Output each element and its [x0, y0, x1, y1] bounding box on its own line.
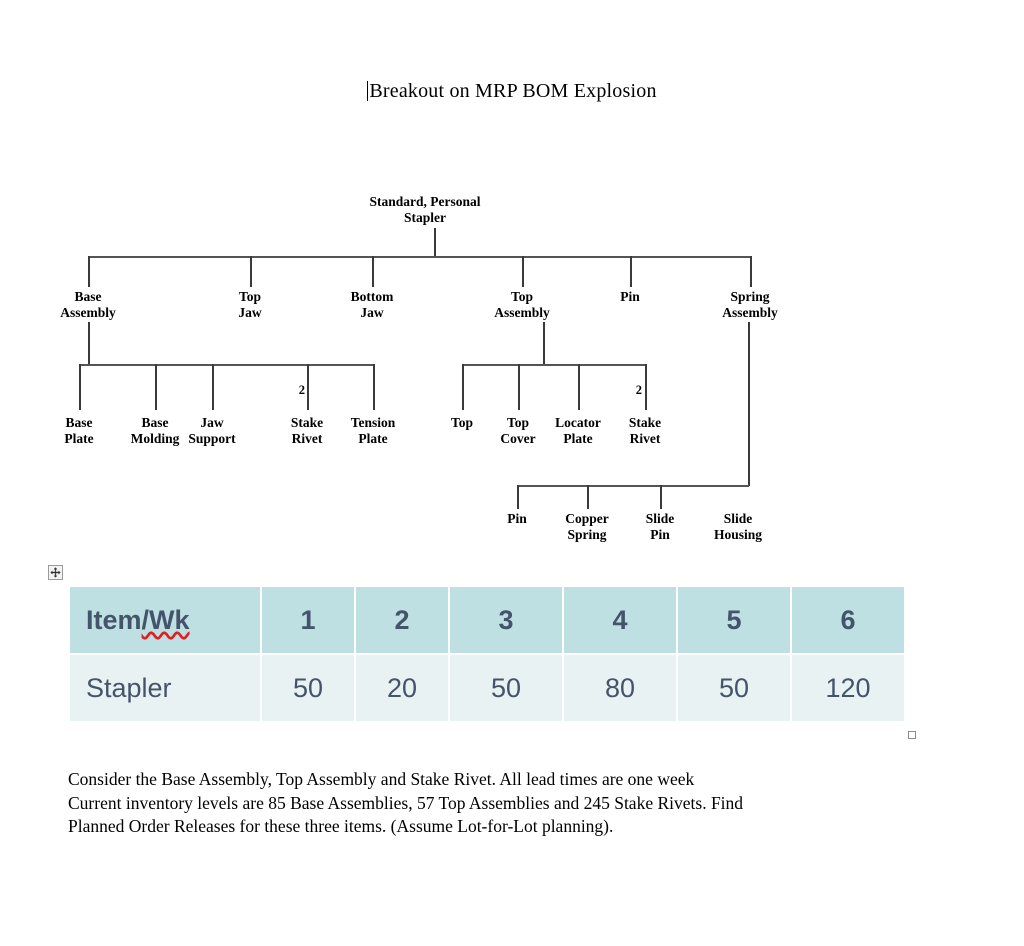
tree-connector-top-assembly-stem [543, 322, 545, 364]
mrp-demand-table[interactable]: Item/Wk 1 2 3 4 5 6 Stapler 50 20 50 80 … [68, 585, 906, 723]
question-line-1: Consider the Base Assembly, Top Assembly… [68, 769, 695, 789]
tree-connector-drop-jaw-support [212, 364, 214, 410]
tree-connector-drop-top-cover [518, 364, 520, 410]
tree-node-spring-assembly: Spring Assembly [722, 289, 778, 320]
question-line-3: Planned Order Releases for these three i… [68, 816, 614, 836]
tree-connector-base-assembly-bus [79, 364, 374, 366]
tree-node-pin: Pin [620, 289, 640, 304]
table-row: Stapler 50 20 50 80 50 120 [70, 655, 904, 721]
table-resize-handle[interactable] [908, 731, 916, 739]
mrp-demand-table-container: Item/Wk 1 2 3 4 5 6 Stapler 50 20 50 80 … [48, 565, 916, 739]
tree-node-spring-pin: Pin [507, 511, 527, 526]
tree-node-base-assembly: Base Assembly [60, 289, 116, 320]
tree-connector-drop-locator-plate [578, 364, 580, 410]
tree-node-stake-rivet-base: Stake Rivet [290, 415, 324, 446]
tree-connector-spring-assembly-bus [517, 485, 749, 487]
tree-connector-drop-copper-spring [587, 485, 589, 509]
tree-node-top-jaw: Top Jaw [238, 289, 262, 320]
cell-week-1[interactable]: 50 [262, 655, 354, 721]
tree-node-base-molding: Base Molding [130, 415, 180, 446]
tree-connector-base-assembly-stem [88, 322, 90, 364]
tree-node-top-assembly: Top Assembly [494, 289, 550, 320]
question-paragraph: Consider the Base Assembly, Top Assembly… [68, 768, 928, 839]
column-header-week-3[interactable]: 3 [450, 587, 562, 653]
tree-node-top: Top [450, 415, 474, 430]
tree-connector-drop-top-assembly [522, 256, 524, 287]
tree-node-slide-pin: Slide Pin [645, 511, 675, 542]
tree-connector-level2-bus [88, 256, 751, 258]
column-header-item-text: Item [86, 604, 142, 635]
table-header-row: Item/Wk 1 2 3 4 5 6 [70, 587, 904, 653]
tree-connector-drop-base-plate [79, 364, 81, 410]
column-header-week-4[interactable]: 4 [564, 587, 676, 653]
tree-node-bottom-jaw: Bottom Jaw [350, 289, 394, 320]
tree-connector-spring-assembly-stem [748, 322, 750, 486]
table-move-handle[interactable] [48, 565, 63, 580]
tree-node-slide-housing: Slide Housing [713, 511, 763, 542]
tree-connector-drop-pin [630, 256, 632, 287]
tree-connector-root-stem [434, 228, 436, 257]
tree-connector-top-assembly-bus [462, 364, 646, 366]
tree-node-locator-plate: Locator Plate [555, 415, 601, 446]
tree-qty-stake-rivet-top: 2 [635, 383, 642, 397]
tree-node-stake-rivet-top: Stake Rivet [628, 415, 662, 446]
column-header-week-2[interactable]: 2 [356, 587, 448, 653]
tree-qty-stake-rivet-base: 2 [298, 383, 305, 397]
tree-connector-drop-top-jaw [250, 256, 252, 287]
tree-node-root: Standard, Personal Stapler [369, 194, 481, 225]
column-header-week-6[interactable]: 6 [792, 587, 904, 653]
text-cursor [367, 81, 369, 101]
tree-connector-drop-stake-rivet-top [645, 364, 647, 410]
question-line-2: Current inventory levels are 85 Base Ass… [68, 792, 744, 813]
tree-connector-drop-slide-pin [660, 485, 662, 509]
column-header-week-5[interactable]: 5 [678, 587, 790, 653]
tree-connector-drop-top [462, 364, 464, 410]
tree-node-copper-spring: Copper Spring [565, 511, 609, 542]
column-header-item-wk[interactable]: Item/Wk [70, 587, 260, 653]
cell-week-2[interactable]: 20 [356, 655, 448, 721]
move-arrows-icon [50, 567, 61, 578]
tree-node-tension-plate: Tension Plate [350, 415, 396, 446]
cell-item-name[interactable]: Stapler [70, 655, 260, 721]
cell-week-4[interactable]: 80 [564, 655, 676, 721]
tree-connector-drop-base-assembly [88, 256, 90, 287]
tree-connector-drop-tension-plate [373, 364, 375, 410]
tree-connector-drop-bottom-jaw [372, 256, 374, 287]
tree-connector-drop-spring-assembly [750, 256, 752, 287]
tree-node-base-plate: Base Plate [64, 415, 94, 446]
tree-node-jaw-support: Jaw Support [188, 415, 236, 446]
bom-tree-diagram: Standard, Personal Stapler Base Assembly… [60, 194, 778, 542]
page-title: Breakout on MRP BOM Explosion [0, 80, 1024, 103]
tree-connector-drop-base-molding [155, 364, 157, 410]
column-header-week-1[interactable]: 1 [262, 587, 354, 653]
cell-week-3[interactable]: 50 [450, 655, 562, 721]
column-header-wk-misspelled: /Wk [141, 604, 190, 635]
tree-connector-drop-stake-rivet-base [307, 364, 309, 410]
tree-node-top-cover: Top Cover [500, 415, 536, 446]
cell-week-6[interactable]: 120 [792, 655, 904, 721]
cell-week-5[interactable]: 50 [678, 655, 790, 721]
tree-connector-drop-spring-pin [517, 485, 519, 509]
page-title-text: Breakout on MRP BOM Explosion [369, 80, 657, 102]
